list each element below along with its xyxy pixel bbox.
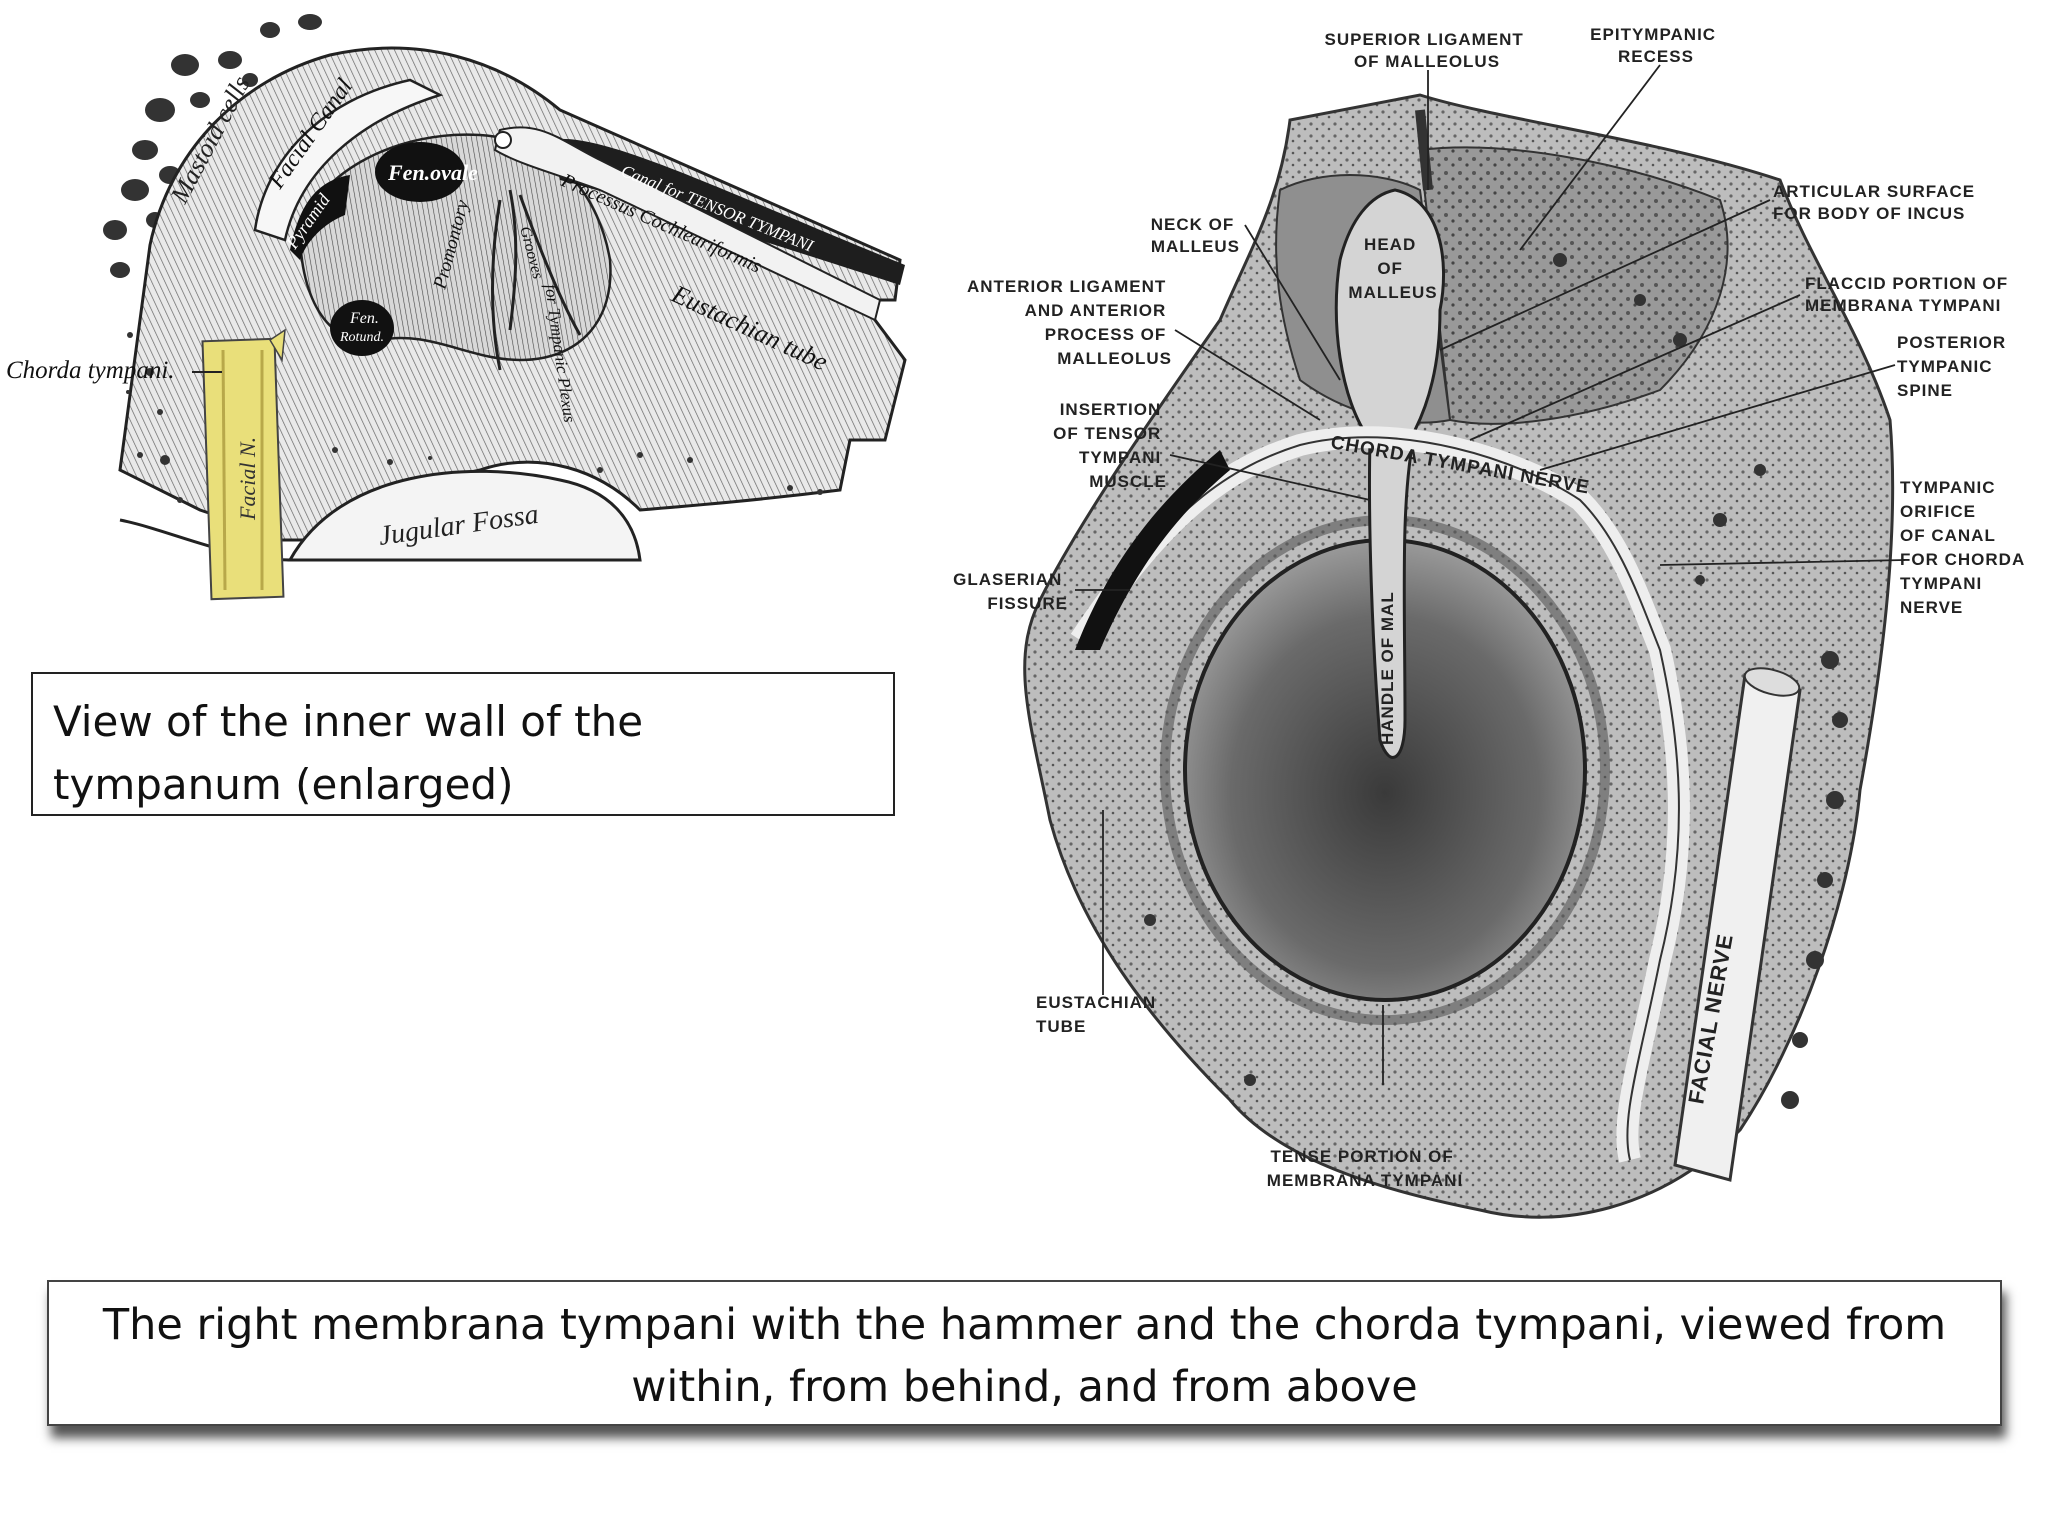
label-orifice-line1: TYMPANIC [1900,478,1996,497]
label-flaccid-line2: MEMBRANA TYMPANI [1805,296,2001,315]
glaserian-fissure [1075,450,1230,650]
label-articular-line2: FOR BODY OF INCUS [1773,204,1965,223]
caption-inner-wall: View of the inner wall of the tympanum (… [31,672,895,816]
label-orifice-line2: ORIFICE [1900,502,1976,521]
label-glaserian-line2: FISSURE [987,594,1068,613]
label-glaserian-line1: GLASERIAN [953,570,1062,589]
processus-cochleariformis [493,126,882,322]
label-superior-ligament: SUPERIOR LIGAMENT OF MALLEOLUS [1324,30,1529,71]
label-tense-line1: TENSE PORTION OF [1271,1147,1454,1166]
label-neck-line2: MALLEUS [1151,237,1240,256]
label-facial-n: Facial N. [235,437,260,521]
pyramid [290,175,350,260]
label-anterior-line2: AND ANTERIOR [1025,301,1167,320]
superior-ligament [1415,109,1433,191]
bone-cells [1144,253,1848,1109]
small-foramen [494,131,512,149]
label-head-line1: HEAD [1364,235,1416,254]
label-tense-line2: MEMBRANA TYMPANI [1267,1171,1463,1190]
facial-canal [253,78,444,242]
label-posterior-line3: SPINE [1897,381,1953,400]
caption-membrana-tympani: The right membrana tympani with the hamm… [47,1280,2002,1426]
label-superior-ligament-line1: SUPERIOR LIGAMENT [1324,30,1523,49]
label-epitympanic-recess: EPITYMPANIC RECESS [1590,25,1722,66]
jugular-fossa [287,469,642,562]
label-orifice-line5: TYMPANI [1900,574,1982,593]
label-orifice-line3: OF CANAL [1900,526,1996,545]
label-anterior-line3: PROCESS OF [1045,325,1166,344]
label-insertion-line1: INSERTION [1060,400,1162,419]
label-tense-portion: TENSE PORTION OF MEMBRANA TYMPANI [1267,1147,1463,1190]
label-superior-ligament-line2: OF MALLEOLUS [1354,52,1500,71]
label-articular-surface: ARTICULAR SURFACE FOR BODY OF INCUS [1773,182,1981,223]
label-neck-line1: NECK OF [1151,215,1235,234]
label-posterior-line2: TYMPANIC [1897,357,1993,376]
label-orifice-line4: FOR CHORDA [1900,550,2025,569]
fenestra-rotunda [330,300,394,356]
chorda-outline [1079,436,1680,1161]
label-articular-line1: ARTICULAR SURFACE [1773,182,1975,201]
label-insertion-line2: OF TENSOR [1053,424,1161,443]
label-fen-rotund-1: Fen. [349,310,379,327]
label-epitympanic-line2: RECESS [1618,47,1694,66]
facial-nerve [201,328,286,601]
tensor-tympani-canal [550,138,905,285]
tympanic-plexus-grooves [491,189,582,371]
label-flaccid-portion: FLACCID PORTION OF MEMBRANA TYMPANI [1805,274,2014,315]
label-anterior-line1: ANTERIOR LIGAMENT [967,277,1166,296]
label-flaccid-line1: FLACCID PORTION OF [1805,274,2008,293]
label-fen-rotund-2: Rotund. [339,330,384,345]
label-handle-of-malleus: HANDLE OF MAL [1378,591,1397,745]
label-chorda-tympani: Chorda tympani. [6,357,175,384]
label-fen-ovale: Fen.ovale [387,160,478,185]
label-eustachian-line2: TUBE [1036,1017,1086,1036]
label-posterior-spine: POSTERIOR TYMPANIC SPINE [1897,333,2012,400]
label-head-of-malleus: HEAD OF MALLEUS [1348,235,1437,302]
tympanum-inner-wall-illustration: Mastoid cells Facial Canal Fen.ovale Pyr… [6,14,907,601]
label-glaserian-fissure: GLASERIAN FISSURE [953,570,1068,613]
facial-nerve-cylinder [1673,667,1802,1182]
label-posterior-line1: POSTERIOR [1897,333,2006,352]
label-insertion-line4: MUSCLE [1089,472,1167,491]
label-neck-of-malleus: NECK OF MALLEUS [1151,215,1240,256]
label-insertion-tensor: INSERTION OF TENSOR TYMPANI MUSCLE [1053,400,1167,491]
label-tympanic-orifice: TYMPANIC ORIFICE OF CANAL FOR CHORDA TYM… [1900,478,2030,617]
bone-fragments [126,332,823,503]
malleus [1334,188,1446,759]
fenestra-ovalis [375,142,465,202]
epitympanic-recess [1418,146,1729,425]
label-eustachian-tube: EUSTACHIAN TUBE [1036,993,1162,1036]
leader-lines [1075,64,1906,1085]
label-head-line2: OF [1377,259,1403,278]
label-epitympanic-line1: EPITYMPANIC [1590,25,1716,44]
label-orifice-line6: NERVE [1900,598,1963,617]
label-anterior-line4: MALLEOLUS [1057,349,1172,368]
label-head-line3: MALLEUS [1348,283,1437,302]
label-anterior-ligament: ANTERIOR LIGAMENT AND ANTERIOR PROCESS O… [967,277,1172,368]
label-eustachian-line1: EUSTACHIAN [1036,993,1156,1012]
label-insertion-line3: TYMPANI [1079,448,1161,467]
membrana-tympani-illustration: SUPERIOR LIGAMENT OF MALLEOLUS EPITYMPAN… [953,25,2030,1219]
